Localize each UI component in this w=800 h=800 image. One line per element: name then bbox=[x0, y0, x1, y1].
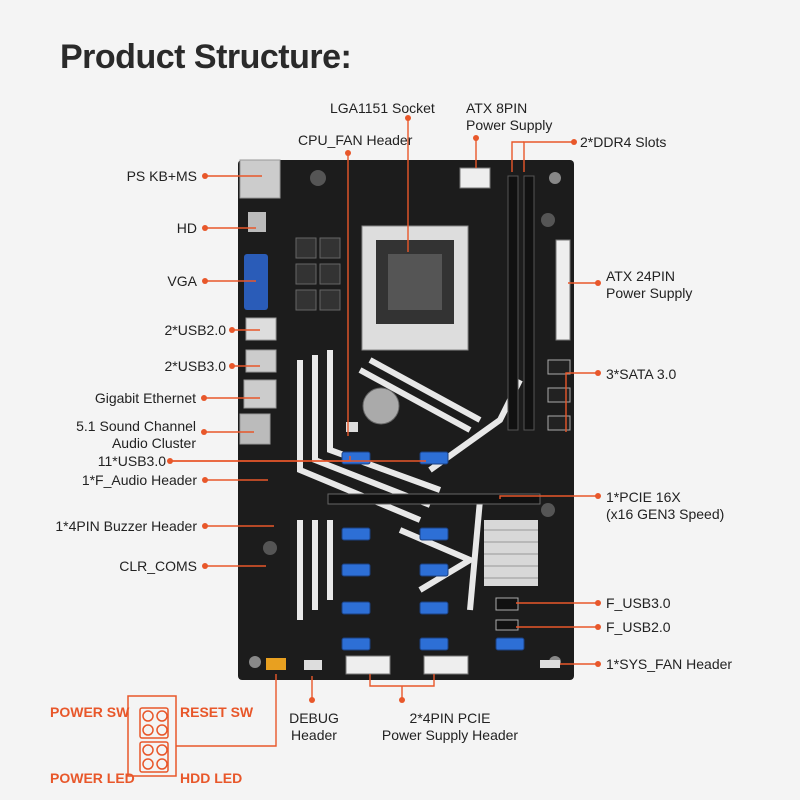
front-panel-header bbox=[266, 658, 286, 670]
label-f-usb20: F_USB2.0 bbox=[606, 619, 671, 635]
label-ps-kb-ms: PS KB+MS bbox=[126, 168, 197, 184]
label-vga: VGA bbox=[167, 273, 197, 289]
ddr4-slot-2 bbox=[523, 175, 535, 431]
label-pcie-4pin-line2: Power Supply Header bbox=[381, 727, 519, 743]
label-debug-line1: DEBUG bbox=[289, 710, 339, 726]
label-debug-line2: Header bbox=[291, 727, 337, 743]
label-atx-24pin: ATX 24PIN Power Supply bbox=[606, 268, 692, 302]
label-f-usb30: F_USB3.0 bbox=[606, 595, 671, 611]
label-cpu-fan-header: CPU_FAN Header bbox=[298, 132, 413, 148]
ps2-port bbox=[239, 159, 281, 199]
label-f-audio-header: 1*F_Audio Header bbox=[81, 472, 197, 488]
label-ddr4-slots: 2*DDR4 Slots bbox=[580, 134, 667, 150]
cpu-fan-header bbox=[346, 422, 358, 432]
f-usb20-header bbox=[495, 619, 519, 631]
label-sata: 3*SATA 3.0 bbox=[606, 366, 677, 382]
label-audio-line1: 5.1 Sound Channel bbox=[76, 418, 196, 434]
leader-dots bbox=[167, 115, 601, 703]
label-pcie-16x: 1*PCIE 16X (x16 GEN3 Speed) bbox=[606, 489, 724, 523]
label-audio-cluster: 5.1 Sound Channel Audio Cluster bbox=[76, 418, 196, 452]
label-11-usb30: 11*USB3.0 bbox=[97, 453, 166, 469]
label-usb20: 2*USB2.0 bbox=[164, 322, 226, 338]
label-pcie-16x-line2: (x16 GEN3 Speed) bbox=[606, 506, 725, 522]
page-title: Product Structure: bbox=[60, 38, 352, 76]
debug-header bbox=[304, 660, 322, 670]
label-sys-fan-header: 1*SYS_FAN Header bbox=[606, 656, 733, 672]
label-lga1151-socket: LGA1151 Socket bbox=[330, 100, 435, 116]
label-atx-8pin: ATX 8PIN Power Supply bbox=[466, 100, 552, 134]
ethernet-port bbox=[243, 379, 277, 409]
leader-lines bbox=[170, 118, 598, 747]
label-debug-header: DEBUG Header bbox=[282, 710, 346, 744]
usb30-ports bbox=[245, 349, 277, 373]
label-atx-8pin-line1: ATX 8PIN bbox=[466, 100, 528, 116]
front-panel-pin-diagram bbox=[127, 695, 177, 777]
label-buzzer-header: 1*4PIN Buzzer Header bbox=[55, 518, 197, 534]
hdmi-port bbox=[248, 212, 266, 232]
audio-cluster bbox=[239, 413, 271, 445]
label-gigabit-ethernet: Gigabit Ethernet bbox=[94, 390, 196, 406]
sata-ports bbox=[547, 359, 571, 431]
label-power-sw: POWER SW bbox=[50, 704, 130, 720]
lga1151-socket bbox=[361, 225, 469, 351]
pcie-4pin-power-1 bbox=[345, 655, 391, 675]
label-clr-coms: CLR_COMS bbox=[119, 558, 197, 574]
label-atx-8pin-line2: Power Supply bbox=[466, 117, 553, 133]
vga-port bbox=[244, 254, 268, 310]
vrm-chokes bbox=[295, 237, 341, 311]
ddr4-slot-1 bbox=[507, 175, 519, 431]
label-pcie-4pin-power: 2*4PIN PCIE Power Supply Header bbox=[360, 710, 540, 744]
label-pcie-16x-line1: 1*PCIE 16X bbox=[606, 489, 681, 505]
label-atx-24pin-line2: Power Supply bbox=[606, 285, 693, 301]
label-hd: HD bbox=[176, 220, 197, 236]
cmos-battery bbox=[362, 387, 400, 425]
label-audio-line2: Audio Cluster bbox=[111, 435, 196, 451]
atx-24pin-connector bbox=[555, 239, 571, 341]
pcie-x16-slot bbox=[327, 493, 541, 505]
chipset-heatsink bbox=[484, 520, 538, 586]
sys-fan-header bbox=[540, 660, 560, 668]
label-reset-sw: RESET SW bbox=[180, 704, 254, 720]
label-power-led: POWER LED bbox=[50, 770, 135, 786]
atx-8pin-connector bbox=[459, 167, 491, 189]
usb20-ports bbox=[245, 317, 277, 341]
label-hdd-led: HDD LED bbox=[180, 770, 243, 786]
usb30-ports-onboard bbox=[341, 451, 525, 651]
pcie-4pin-power-2 bbox=[423, 655, 469, 675]
label-pcie-4pin-line1: 2*4PIN PCIE bbox=[409, 710, 491, 726]
label-usb30: 2*USB3.0 bbox=[164, 358, 226, 374]
f-usb30-header bbox=[495, 597, 519, 611]
label-atx-24pin-line1: ATX 24PIN bbox=[606, 268, 675, 284]
